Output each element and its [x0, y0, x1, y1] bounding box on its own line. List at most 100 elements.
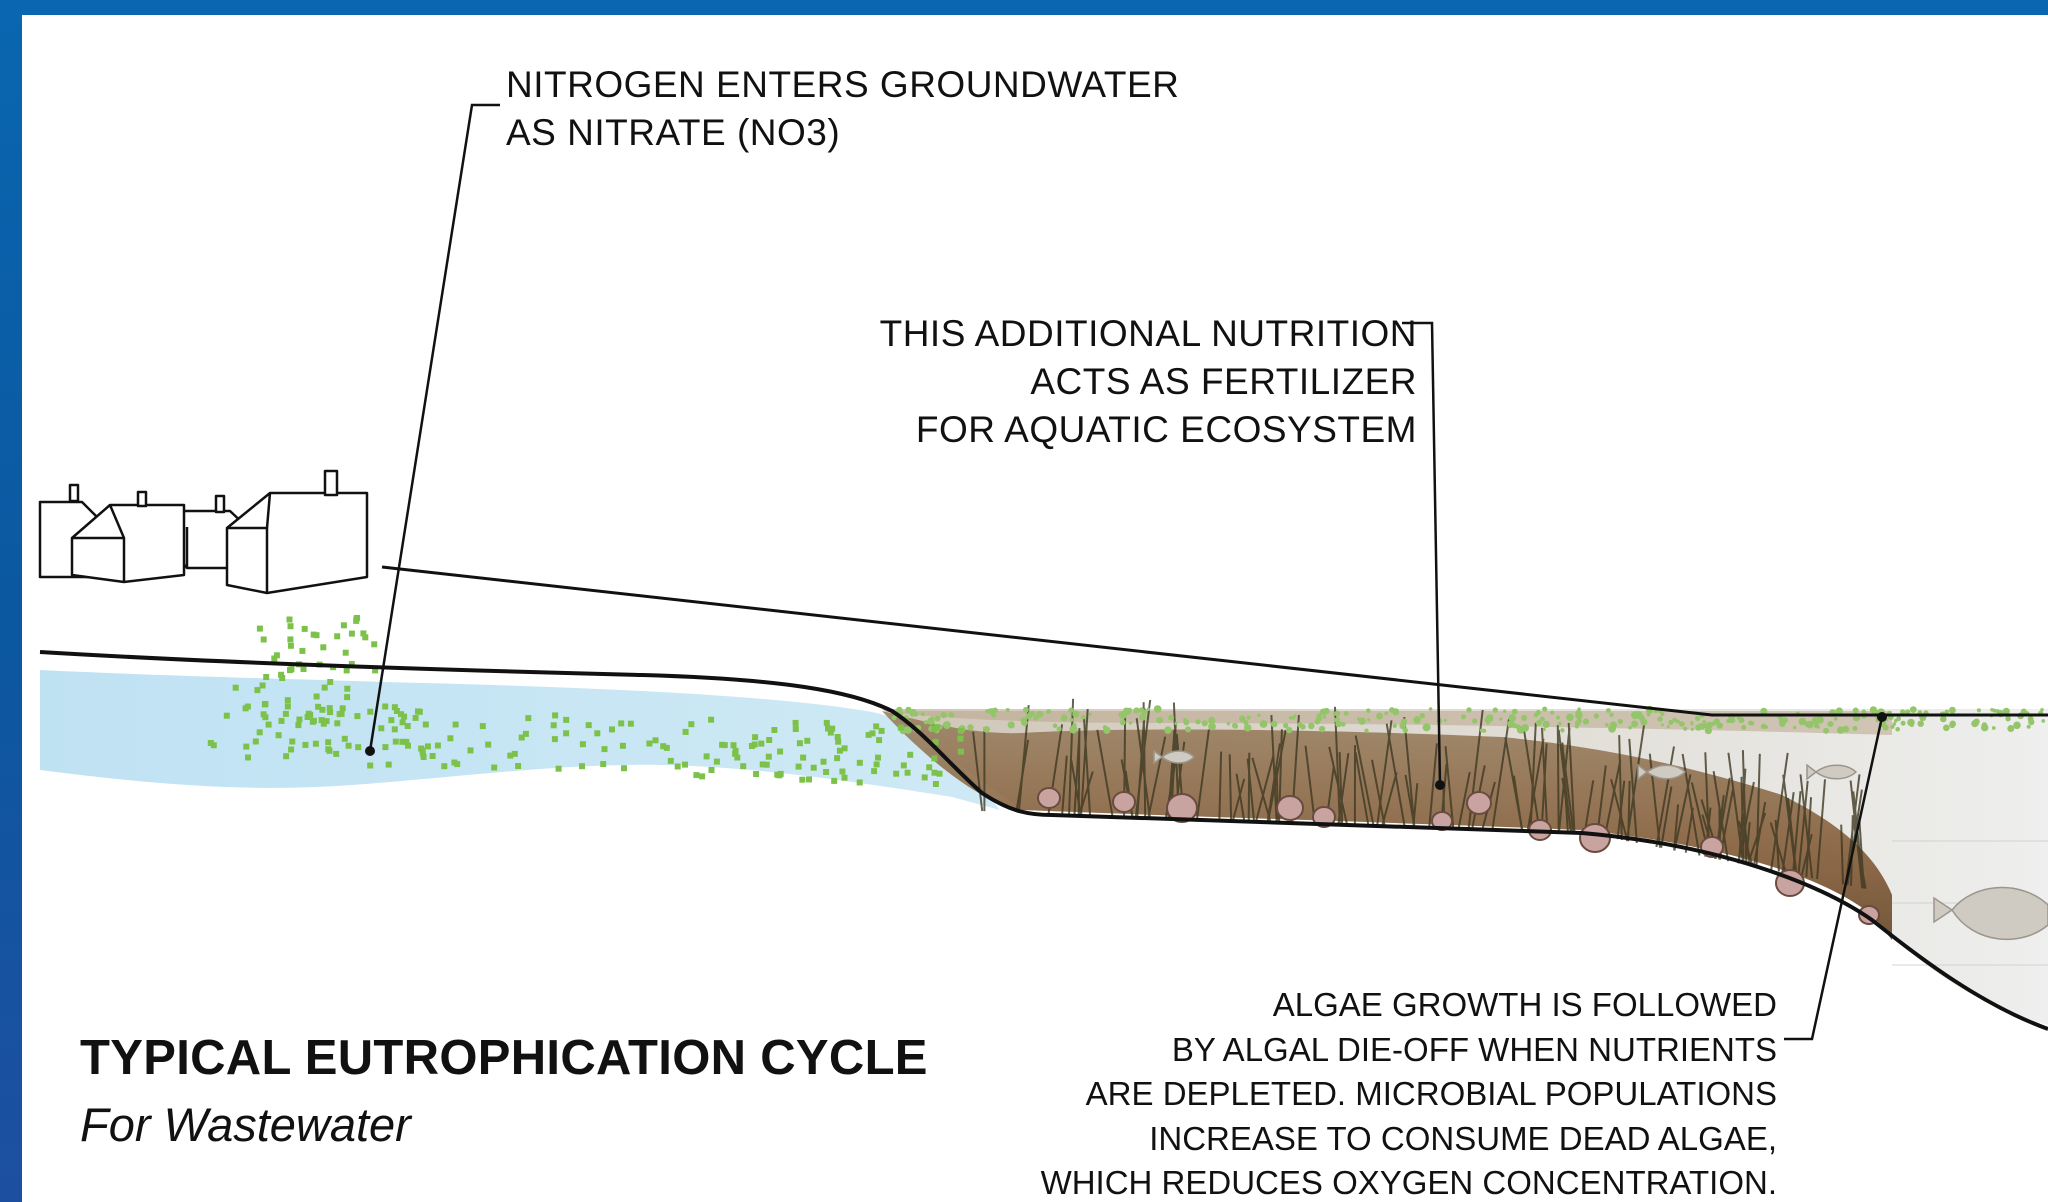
- nitrate-dot: [256, 625, 263, 632]
- algae-dot: [1366, 708, 1371, 713]
- nitrate-dot: [334, 720, 341, 727]
- nitrate-dot: [841, 774, 848, 781]
- nitrate-dot: [479, 723, 486, 730]
- algae-dot: [1334, 710, 1341, 717]
- algae-dot: [1069, 717, 1074, 722]
- algae-dot: [1575, 709, 1582, 717]
- house-left: [70, 490, 186, 584]
- algae-dot: [1890, 724, 1895, 729]
- nitrate-dot: [708, 767, 715, 773]
- nitrate-dot: [391, 726, 398, 733]
- algae-dot: [1422, 723, 1431, 732]
- algae-dot: [1542, 727, 1546, 732]
- algae-dot: [1472, 718, 1478, 724]
- nitrate-dot: [327, 679, 334, 685]
- algae-dot: [1244, 724, 1252, 732]
- algae-dot: [1007, 721, 1015, 729]
- nitrate-dot: [278, 717, 285, 724]
- nitrate-dot: [341, 735, 348, 742]
- algae-dot: [1835, 707, 1844, 715]
- algae-dot: [1793, 725, 1797, 730]
- nitrate-dot: [771, 727, 778, 733]
- nitrate-dot: [360, 630, 367, 637]
- nitrate-dot: [823, 769, 830, 775]
- algae-dot: [1556, 715, 1560, 720]
- callout-line: ACTS AS FERTILIZER: [1030, 361, 1417, 402]
- seagrass-blade: [1218, 751, 1223, 820]
- seagrass-blade: [1618, 735, 1623, 841]
- callout-line: THIS ADDITIONAL NUTRITION: [879, 313, 1417, 354]
- nitrate-dot: [415, 708, 421, 715]
- seagrass-blade: [1805, 797, 1812, 877]
- nitrate-dot: [245, 754, 251, 761]
- nitrate-dot: [732, 750, 739, 757]
- nitrate-dot: [321, 684, 328, 691]
- algae-dot: [1990, 708, 1994, 712]
- algae-dot: [1024, 716, 1028, 721]
- seagrass-blade: [1061, 755, 1068, 814]
- seagrass-blade: [1328, 746, 1348, 825]
- algae-dot: [1593, 713, 1599, 719]
- algae-dot: [1900, 709, 1906, 715]
- nitrate-dot: [682, 761, 688, 768]
- seagrass-blade: [1247, 752, 1251, 821]
- nitrate-dot: [759, 761, 766, 768]
- algae-dot: [1335, 716, 1340, 721]
- algae-dot: [967, 724, 974, 731]
- seagrass-blade: [1816, 779, 1826, 880]
- nitrate-dot: [259, 682, 266, 689]
- nitrate-dot: [931, 769, 938, 776]
- callout-nutrition: THIS ADDITIONAL NUTRITION ACTS AS FERTIL…: [762, 310, 1417, 454]
- nitrate-dot: [719, 741, 726, 748]
- nitrate-dot: [371, 641, 378, 648]
- nitrate-dot: [340, 622, 347, 629]
- seagrass-blade: [1073, 732, 1081, 815]
- algae-dot: [1088, 712, 1092, 716]
- algae-dot: [1976, 708, 1981, 713]
- nitrate-dot: [957, 727, 964, 734]
- nitrate-dot: [391, 704, 398, 711]
- algae-dot: [1208, 716, 1216, 725]
- nitrate-dot: [382, 703, 389, 710]
- algae-dot: [1428, 707, 1433, 711]
- nitrate-dot: [621, 765, 627, 772]
- callout-line: WHICH REDUCES OXYGEN CONCENTRATION.: [1040, 1164, 1777, 1201]
- algae-dot: [1512, 722, 1516, 727]
- nitrate-dot: [278, 671, 285, 678]
- seagrass-blade: [1354, 752, 1370, 825]
- algae-dot: [1577, 721, 1581, 725]
- algae-dot: [1288, 716, 1293, 720]
- algae-dot: [1705, 721, 1713, 729]
- algae-dot: [1981, 723, 1989, 732]
- algae-dot: [2026, 724, 2031, 729]
- algae-dot: [1631, 720, 1639, 728]
- seagrass-blade: [1338, 752, 1344, 824]
- algae-dot: [1668, 720, 1674, 725]
- nitrate-dot: [353, 617, 360, 624]
- algae-dot: [1367, 718, 1371, 722]
- nitrate-dot: [398, 711, 404, 718]
- nitrate-dot: [777, 748, 784, 755]
- leader-nutrition: [1402, 321, 1442, 786]
- algae-dot: [1893, 718, 1898, 723]
- houses: [38, 469, 369, 595]
- algae-dot: [1806, 720, 1814, 729]
- algae-dot: [1119, 719, 1126, 726]
- algae-dot: [1036, 710, 1044, 718]
- algae-dot: [1072, 710, 1080, 718]
- nitrate-dot: [454, 761, 461, 768]
- algae-dot: [1542, 720, 1550, 729]
- algae-dot: [1748, 720, 1754, 726]
- nitrate-dot: [511, 750, 518, 757]
- nitrate-dot: [799, 776, 806, 783]
- nitrate-dot: [957, 735, 964, 742]
- nitrate-dot: [326, 747, 333, 754]
- nitrate-dot: [579, 763, 585, 770]
- algae-dot: [1046, 709, 1052, 715]
- leader-nitrogen: [368, 103, 500, 752]
- seagrass-blade: [1774, 819, 1780, 872]
- algae-dot: [1557, 721, 1562, 726]
- nitrate-dot: [795, 763, 802, 770]
- algae-dot: [1503, 709, 1507, 713]
